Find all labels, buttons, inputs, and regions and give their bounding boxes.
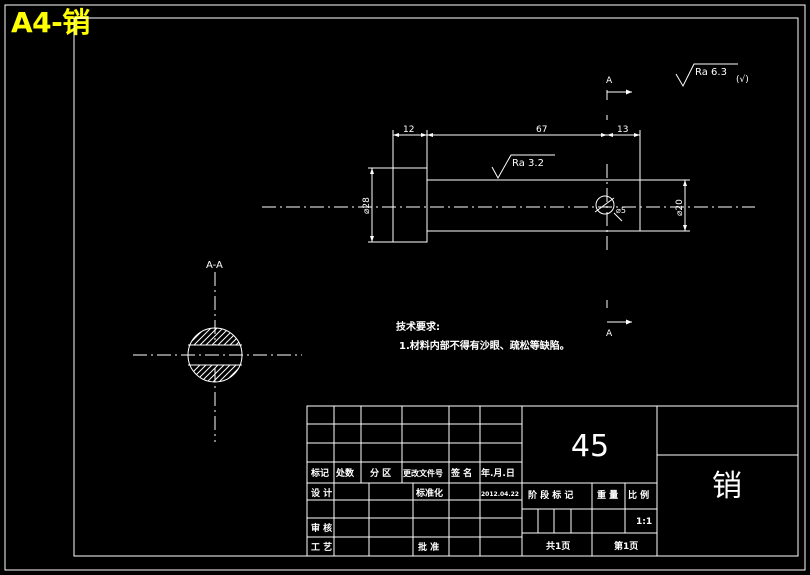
end-length-dim: 13 (617, 125, 628, 135)
roughness-local: Ra 3.2 (512, 158, 544, 169)
pin-head (392, 167, 428, 243)
date-value: 2012.04.22 (481, 491, 519, 498)
cross-hole (595, 195, 615, 215)
diameter-dimensions: ⌀28 ⌀20 (362, 167, 690, 243)
roughness-overall-suffix: (√) (736, 74, 749, 85)
label-count: 处数 (335, 467, 355, 479)
body-length-dim: 67 (536, 125, 547, 135)
label-review: 审 核 (311, 522, 332, 534)
head-dia-dim: ⌀28 (362, 197, 372, 214)
title-block: 45 销 标记 处数 分 区 更改文件号 签 名 年.月.日 设 计 标准化 2… (306, 405, 799, 557)
section-circle (187, 327, 243, 383)
cut-mark-bottom: A (606, 329, 613, 339)
roughness-overall: Ra 6.3 (695, 67, 727, 78)
label-design: 设 计 (311, 487, 332, 499)
sheet-index: 第1页 (614, 540, 638, 552)
label-weight: 重 量 (597, 489, 618, 501)
label-sign: 签 名 (450, 467, 472, 479)
outer-frame (4, 4, 806, 571)
material-value: 45 (571, 429, 609, 464)
label-std: 标准化 (415, 487, 443, 499)
length-dimensions: 12 67 13 (392, 125, 641, 180)
section-label: A-A (206, 260, 223, 271)
technical-notes: 技术要求: 1.材料内部不得有沙眼、疏松等缺陷。 (396, 320, 570, 352)
drawing-title: A4-销 (11, 6, 90, 39)
label-zone: 分 区 (370, 467, 391, 479)
cut-mark-top: A (606, 76, 613, 86)
label-approve: 批 准 (418, 541, 439, 553)
label-ymd: 年.月.日 (481, 467, 515, 479)
notes-heading: 技术要求: (396, 320, 440, 333)
head-length-dim: 12 (403, 125, 414, 135)
label-mark: 标记 (310, 467, 329, 479)
pin-body (426, 179, 641, 232)
section-view: A-A (133, 260, 302, 442)
part-name: 销 (712, 469, 742, 504)
main-view: ⌀5 (262, 164, 755, 250)
hole-dia-label: ⌀5 (616, 206, 626, 215)
notes-line-1: 1.材料内部不得有沙眼、疏松等缺陷。 (399, 339, 570, 352)
roughness-symbols: Ra 3.2 Ra 6.3 (√) (491, 63, 749, 180)
label-doc: 更改文件号 (403, 468, 443, 478)
sheet-total: 共1页 (546, 540, 570, 552)
scale-value: 1:1 (636, 517, 652, 527)
label-ratio: 比 例 (628, 489, 649, 501)
section-cut-marks: A A (606, 76, 632, 339)
body-dia-dim: ⌀20 (675, 199, 685, 216)
label-stage: 阶 段 标 记 (528, 489, 573, 501)
label-process: 工 艺 (311, 541, 332, 553)
roughness-local-symbol (491, 154, 555, 180)
roughness-overall-symbol (675, 63, 738, 88)
